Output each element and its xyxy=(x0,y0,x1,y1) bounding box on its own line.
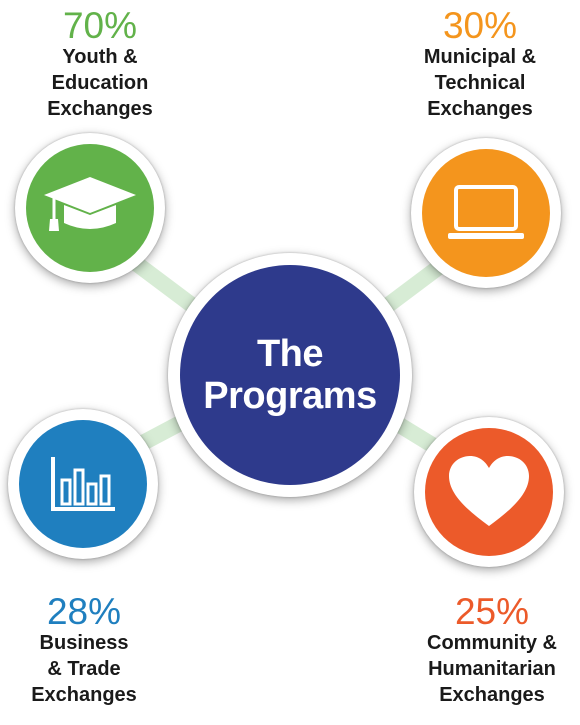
program-node-municipal-fill xyxy=(422,149,550,277)
program-title-business-line-2: & Trade xyxy=(47,658,121,680)
bar-chart-icon xyxy=(51,457,115,511)
program-node-community xyxy=(414,417,564,567)
program-node-business xyxy=(8,409,158,559)
hub-title-line-2: Programs xyxy=(203,375,377,417)
program-node-municipal xyxy=(411,138,561,288)
program-label-business: 28% Business & Trade Exchanges xyxy=(0,591,168,708)
program-percent-youth: 70% xyxy=(62,5,138,46)
graduation-cap-icon xyxy=(44,177,136,231)
program-node-youth xyxy=(15,133,165,283)
program-percent-community: 25% xyxy=(454,591,530,632)
program-percent-municipal: 30% xyxy=(442,5,518,46)
program-title-business-line-3: Exchanges xyxy=(31,684,137,706)
program-title-community-line-2: Humanitarian xyxy=(428,658,556,680)
program-title-business-line-1: Business xyxy=(39,632,129,654)
program-label-community: 25% Community & Humanitarian Exchanges xyxy=(404,591,580,708)
hub-inner: The Programs xyxy=(180,265,400,485)
program-title-youth-line-1: Youth & xyxy=(62,46,138,68)
hub-circle: The Programs xyxy=(168,253,412,497)
program-title-community-line-1: Community & xyxy=(427,632,557,654)
program-percent-business: 28% xyxy=(46,591,122,632)
program-node-community-fill xyxy=(425,428,553,556)
program-title-municipal-line-1: Municipal & xyxy=(423,46,537,68)
laptop-icon xyxy=(448,185,524,239)
program-title-municipal-line-2: Technical xyxy=(434,72,526,94)
program-label-municipal: 30% Municipal & Technical Exchanges xyxy=(382,5,578,122)
hub-title-line-1: The xyxy=(256,333,324,375)
program-title-youth-line-3: Exchanges xyxy=(47,98,153,120)
program-node-business-fill xyxy=(19,420,147,548)
program-title-municipal-line-3: Exchanges xyxy=(427,98,533,120)
program-node-youth-fill xyxy=(26,144,154,272)
program-title-community-line-3: Exchanges xyxy=(439,684,545,706)
program-label-youth: 70% Youth & Education Exchanges xyxy=(0,5,200,122)
program-title-youth-line-2: Education xyxy=(51,72,149,94)
heart-icon xyxy=(449,456,529,526)
